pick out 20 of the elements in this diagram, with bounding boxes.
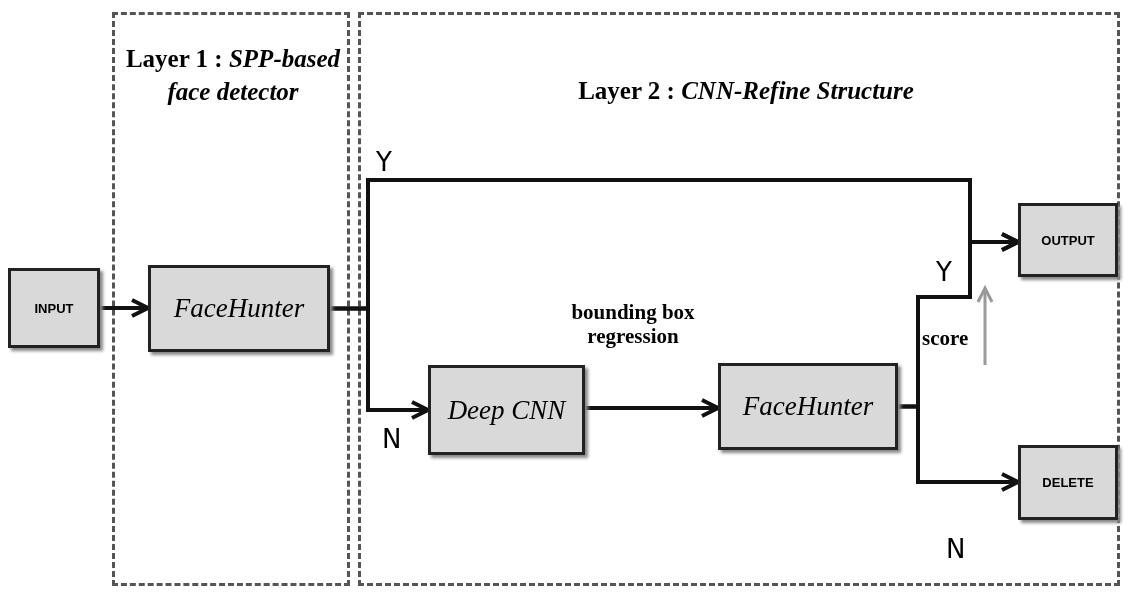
process-box bbox=[718, 363, 898, 450]
box-label: DELETE bbox=[1042, 475, 1094, 490]
group-title: Layer 1 : SPP-based face detector bbox=[124, 44, 342, 107]
dashed-group-frame bbox=[358, 12, 1120, 586]
arrow bbox=[585, 398, 720, 418]
dashed-group-frame bbox=[112, 12, 350, 586]
process-box bbox=[148, 265, 330, 352]
box-label: Deep CNN bbox=[447, 394, 566, 426]
box-label: OUTPUT bbox=[1041, 232, 1095, 248]
box-label: INPUT bbox=[34, 300, 74, 316]
process-box bbox=[428, 365, 585, 455]
arrow bbox=[330, 306, 430, 420]
process-box bbox=[1018, 203, 1118, 277]
process-box bbox=[1018, 445, 1118, 520]
box-label: FaceHunter bbox=[173, 293, 305, 324]
arrow bbox=[898, 404, 1020, 492]
group-title: Layer 2 : CNN-Refine Structure bbox=[577, 76, 915, 106]
arrow bbox=[100, 298, 150, 318]
box-label: FaceHunter bbox=[742, 391, 874, 422]
process-box bbox=[8, 268, 100, 348]
